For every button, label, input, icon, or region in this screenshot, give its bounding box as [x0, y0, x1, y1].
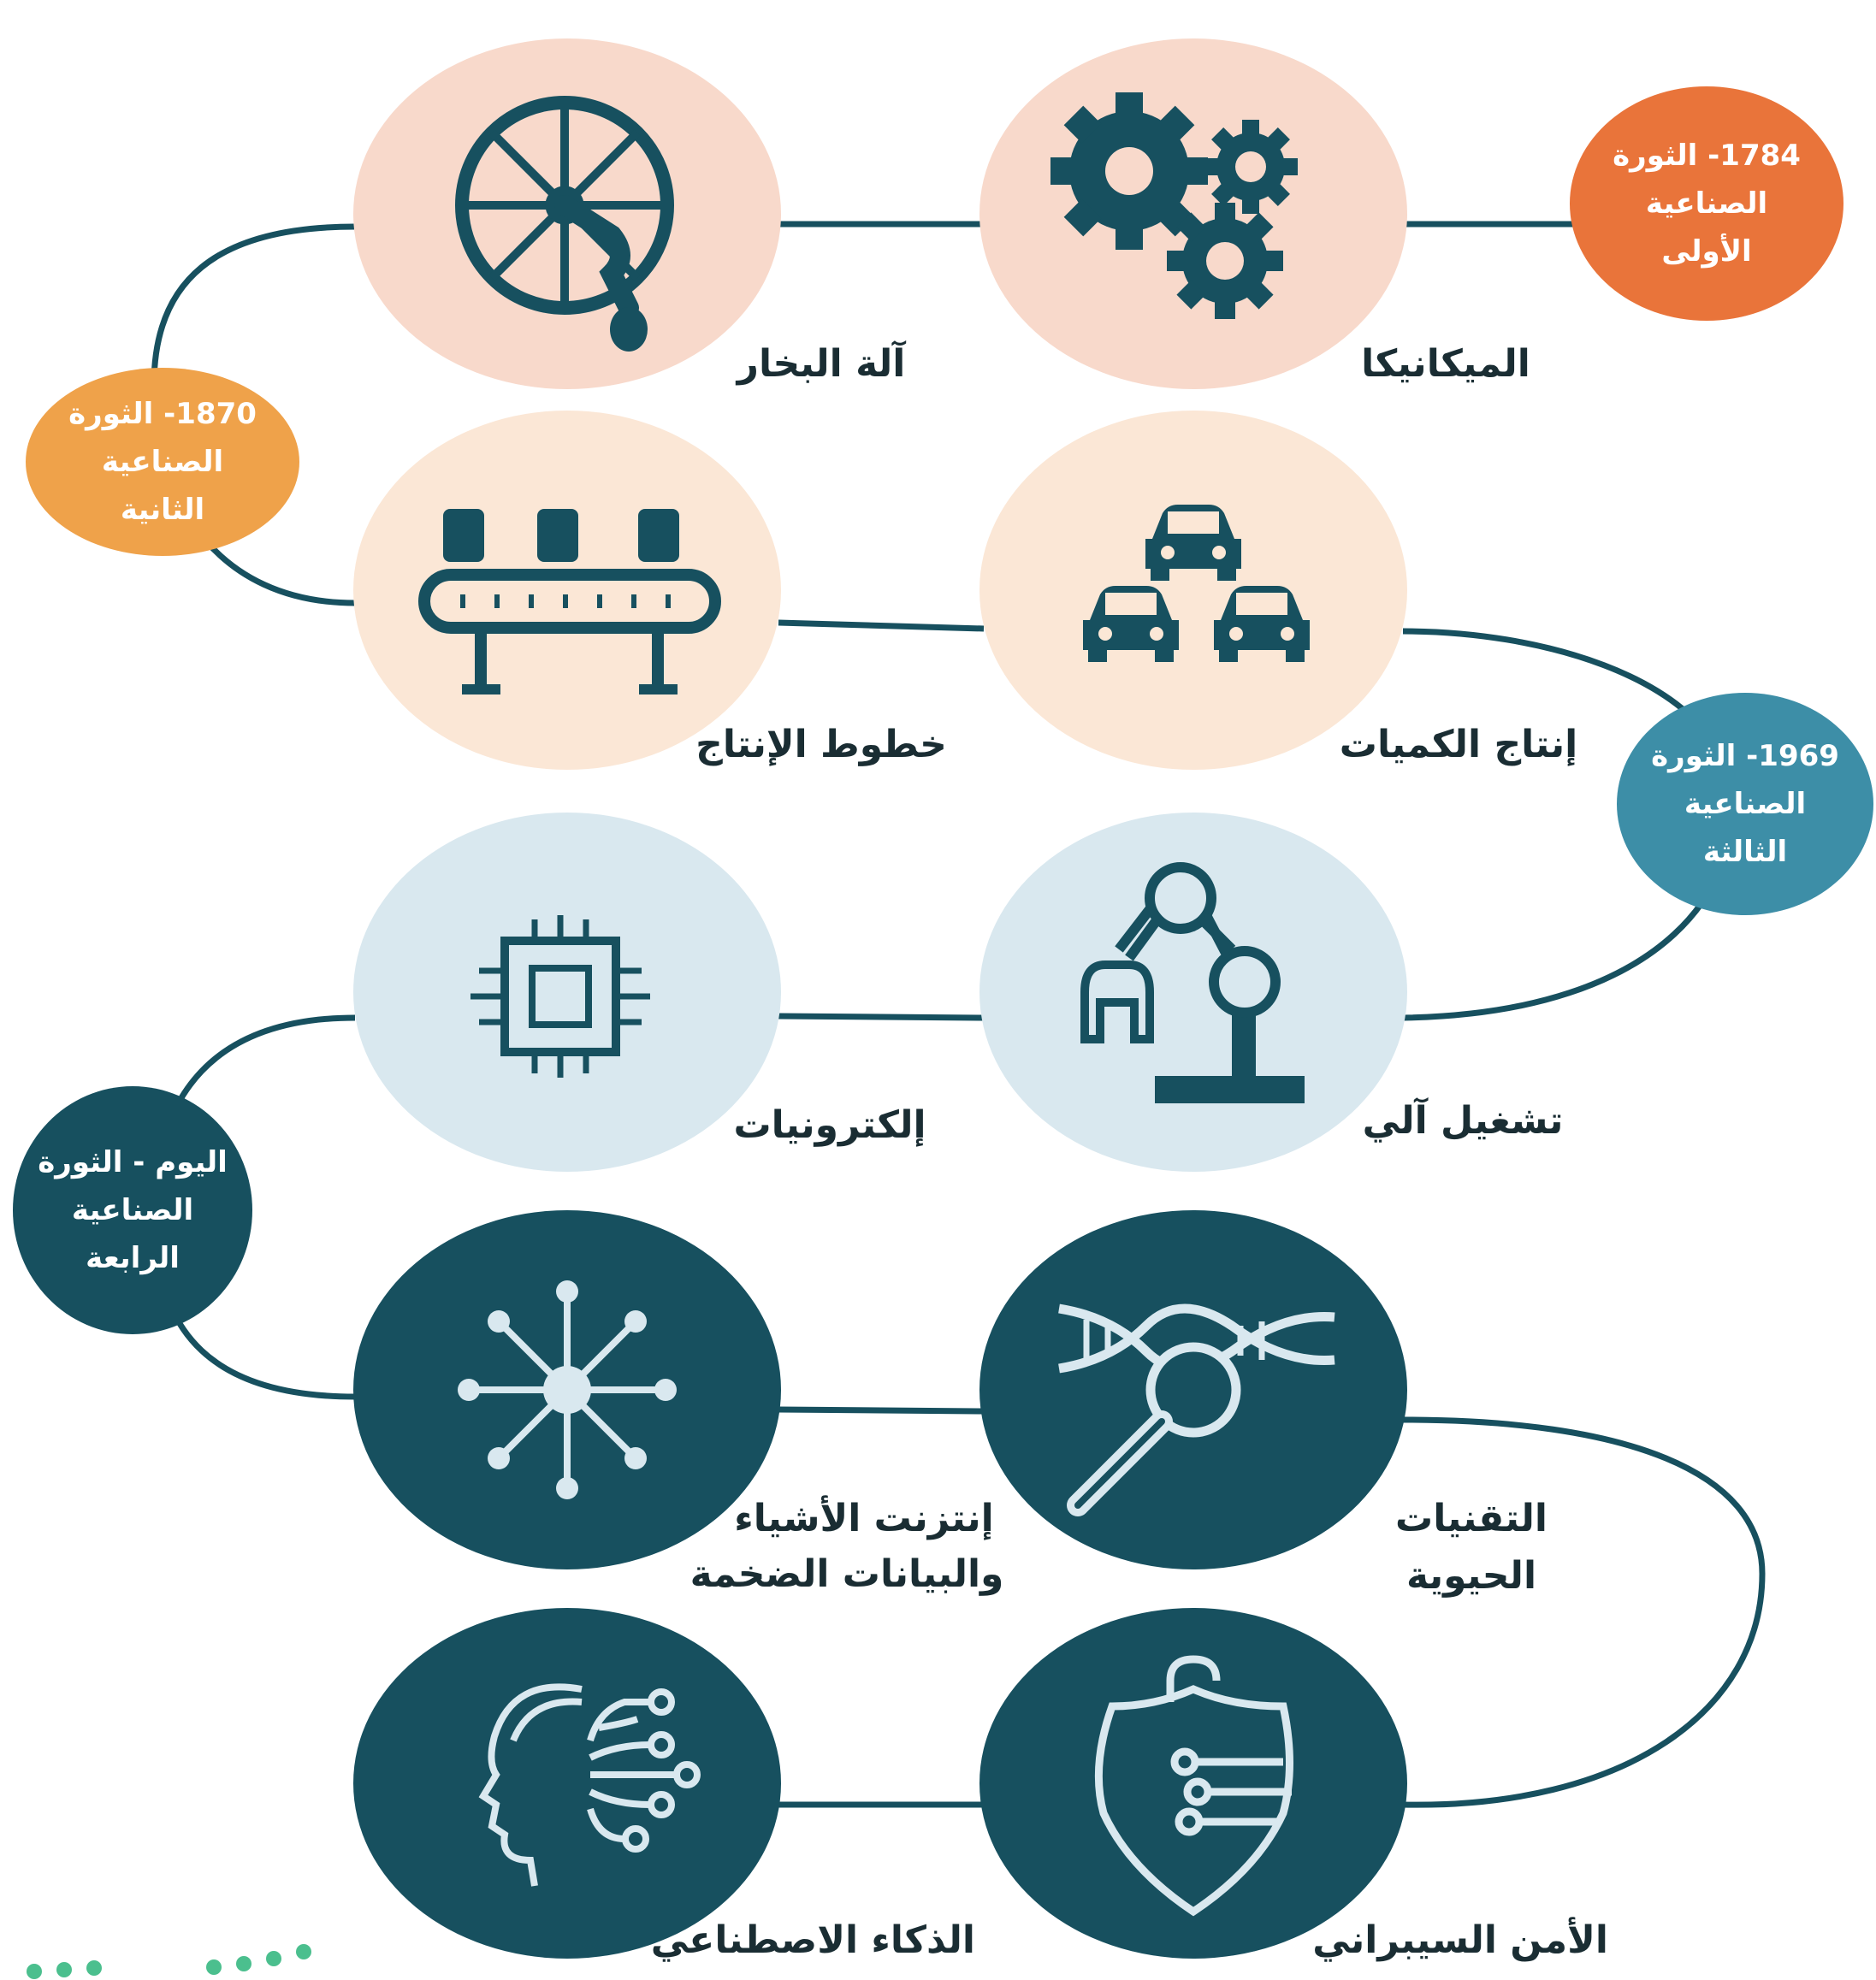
steam-wheel-icon: [455, 96, 674, 352]
dna-search-icon: [1058, 1303, 1335, 1516]
circle-ai: [353, 1608, 781, 1959]
conveyor-icon: [418, 509, 721, 694]
era-text-3: 1969- الثورة الصناعية الثالثة: [1617, 718, 1873, 890]
label-mass-production: إنتاج الكميات: [1339, 723, 1578, 766]
era-badge-1: [1570, 86, 1843, 321]
connector-row4: [778, 1406, 985, 1415]
network-icon: [458, 1280, 677, 1499]
label-ai: الذكاء الاصطناعي: [650, 1918, 975, 1962]
circle-mass-production: [979, 411, 1407, 770]
label-automation: تشغيل آلي: [1362, 1099, 1564, 1143]
era-2-line1: 1870- الثورة: [68, 397, 257, 431]
connector-loop-right-2: [1402, 1416, 1766, 1808]
circle-electronics: [353, 813, 781, 1172]
era-2-line3: الثانية: [120, 493, 205, 527]
era-text-2: 1870- الثورة الصناعية الثانية: [26, 376, 299, 547]
label-electronics: إلكترونيات: [733, 1103, 926, 1147]
era-text-4: اليوم - الثورة الصناعية الرابعة: [13, 1125, 252, 1296]
era-3-line1: 1969- الثورة: [1651, 739, 1839, 773]
era-text-1: 1784- الثورة الصناعية الأولى: [1570, 120, 1843, 287]
era-badge-3: [1617, 693, 1873, 915]
era-2-line2: الصناعية: [101, 445, 224, 479]
era-4-line1: اليوم - الثورة: [38, 1145, 228, 1179]
era-badge-2: [26, 368, 299, 556]
decorative-dots: [27, 1944, 311, 1979]
shield-circuit-icon: [1094, 1655, 1293, 1917]
chip-icon: [470, 915, 650, 1078]
ai-head-icon: [478, 1683, 701, 1887]
label-cybersecurity: الأمن السيبراني: [1312, 1918, 1608, 1962]
era-1-line1: 1784- الثورة: [1613, 139, 1801, 173]
era-badge-4: [13, 1086, 252, 1334]
era-1-line2: الصناعية: [1645, 186, 1768, 221]
label-iot-line2: والبيانات الضخمة: [689, 1552, 1004, 1596]
connector-row3: [778, 1013, 985, 1021]
connector-row2: [778, 619, 985, 632]
label-mechanics: الميكانيكا: [1361, 342, 1530, 386]
label-iot-line1: إنتزنت الأشياء: [734, 1497, 994, 1540]
cars-icon: [1083, 505, 1310, 662]
era-1-line3: الأولى: [1661, 234, 1752, 269]
era-4-line2: الصناعية: [71, 1193, 194, 1227]
label-steam-engine: آلة البخار: [737, 342, 906, 386]
circle-mechanics: [979, 38, 1407, 389]
label-production-lines: خطوط الإنتاج: [695, 723, 947, 766]
era-3-line2: الصناعية: [1684, 787, 1807, 821]
era-4-line3: الرابعة: [86, 1241, 180, 1275]
era-3-line3: الثالثة: [1702, 835, 1788, 869]
robot-arm-icon: [1080, 862, 1305, 1103]
gears-icon: [1050, 92, 1298, 319]
label-biotech-line1: التقنيات: [1395, 1497, 1548, 1540]
label-biotech-line2: الحيوية: [1406, 1554, 1537, 1598]
circle-production-lines: [353, 411, 781, 770]
